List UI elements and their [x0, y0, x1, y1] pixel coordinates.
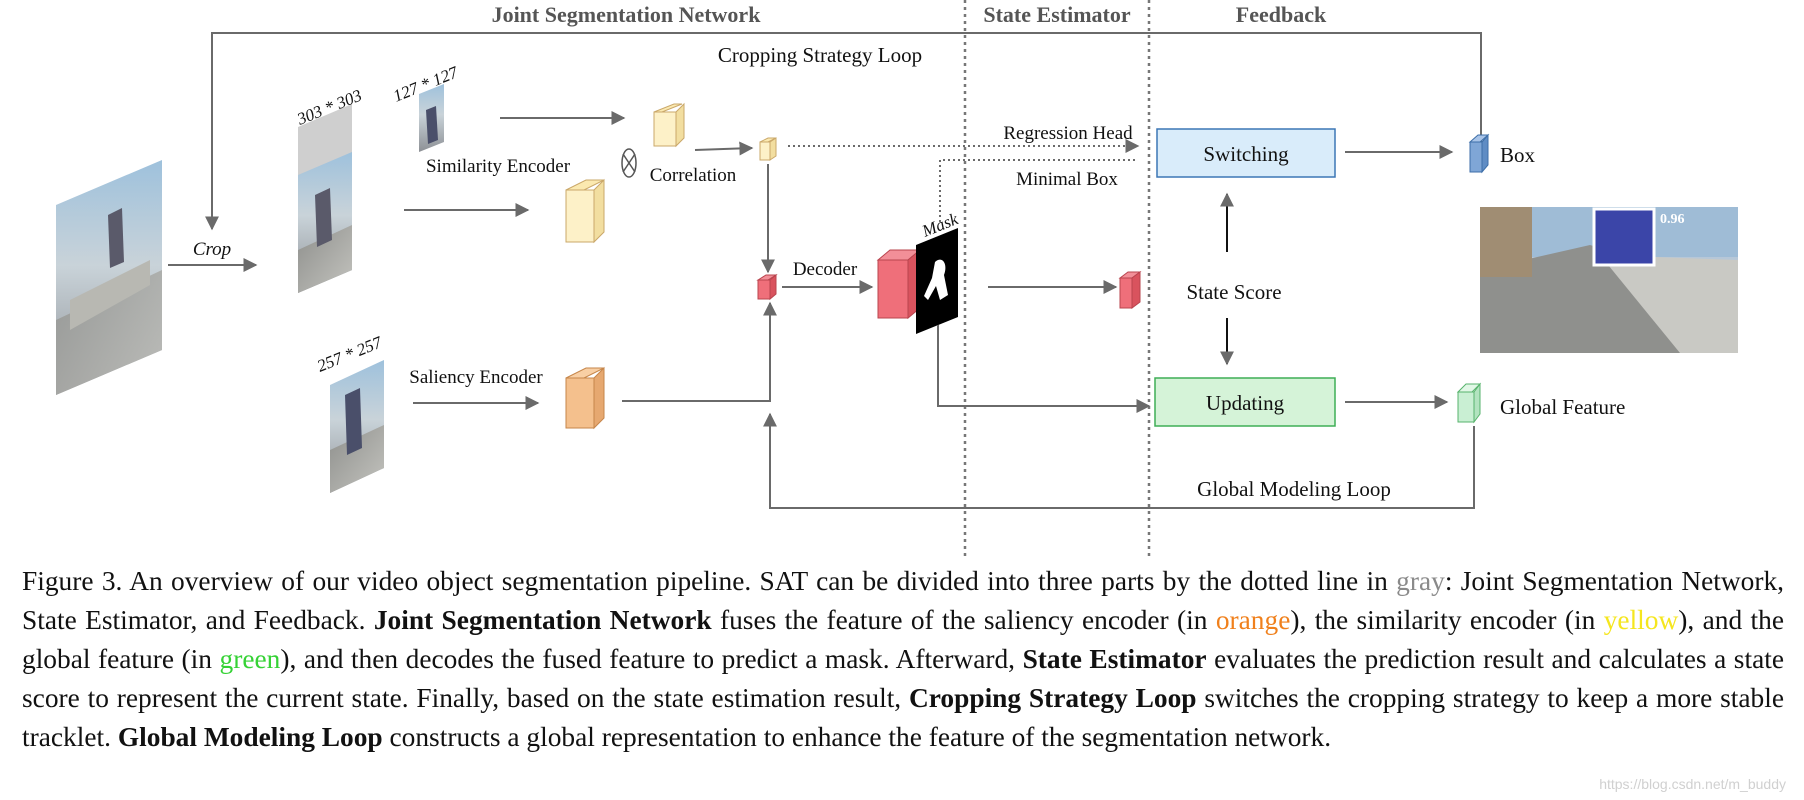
crop-257-image [330, 360, 384, 493]
caption-orange-word: orange [1215, 605, 1291, 635]
cropping-loop-arrow [205, 32, 1482, 231]
similarity-to-correlation-arrow [694, 141, 754, 156]
crop-303-image [298, 104, 352, 293]
box-output-cube [1468, 133, 1490, 174]
similarity-feature-cube-small [653, 102, 685, 148]
watermark: https://blog.csdn.net/m_buddy [1599, 776, 1786, 792]
section-title-joint: Joint Segmentation Network [492, 2, 762, 27]
caption-text-2: : Joint Segmentation Network, State Esti… [22, 566, 1785, 635]
caption-text-6: ), and then decodes the fused feature to… [280, 644, 1023, 674]
input-frame [56, 160, 162, 395]
mask-to-switching-dotted [939, 159, 1138, 222]
similarity-feature-cube-large [565, 178, 605, 244]
figure-caption: Figure 3. An overview of our video objec… [22, 562, 1784, 757]
crop-label: Crop [193, 239, 231, 260]
regression-head-label: Regression Head [1003, 123, 1133, 144]
caption-bold-cropping: Cropping Strategy Loop [908, 683, 1197, 713]
caption-figure-label: Figure 3. [22, 566, 123, 596]
caption-green-word: green [219, 644, 281, 674]
caption-text-3: fuses the feature of the saliency encode… [711, 605, 1216, 635]
state-score-label: State Score [1186, 280, 1281, 304]
fused-feature-cube [756, 273, 778, 301]
correlation-feature-cube [759, 137, 777, 161]
result-image: 0.96 [1480, 207, 1738, 353]
box-label: Box [1500, 143, 1536, 167]
switching-label: Switching [1203, 142, 1289, 166]
mask-to-updating-arrow [937, 325, 1151, 413]
section-title-state: State Estimator [983, 2, 1130, 27]
decoder-label: Decoder [793, 259, 858, 280]
caption-gray-word: gray [1396, 566, 1445, 596]
global-modeling-loop-arrow [763, 412, 1475, 509]
correlation-label: Correlation [650, 165, 737, 186]
caption-text-9: constructs a global representation to en… [382, 722, 1332, 752]
caption-bold-global: Global Modeling Loop [117, 722, 383, 752]
saliency-to-fusion-arrow [622, 301, 777, 402]
global-feature-cube [1456, 382, 1482, 424]
decoder-feature-cube [876, 248, 922, 320]
updating-node [1154, 377, 1336, 427]
caption-yellow-word: yellow [1603, 605, 1679, 635]
saliency-encoder-label: Saliency Encoder [409, 367, 543, 388]
pipeline-diagram: Joint Segmentation Network State Estimat… [56, 0, 1738, 556]
switching-node [1156, 128, 1336, 178]
caption-text-7: evaluates the prediction result and calc… [22, 644, 1785, 713]
cropping-loop-label: Cropping Strategy Loop [718, 43, 922, 67]
caption-text-1: An overview of our video object segmenta… [122, 566, 1397, 596]
caption-text-4: ), the similarity encoder (in [1290, 605, 1604, 635]
caption-bold-joint: Joint Segmentation Network [373, 605, 712, 635]
section-title-feedback: Feedback [1236, 2, 1327, 27]
caption-text-8: switches the cropping strategy to keep a… [22, 683, 1785, 752]
saliency-feature-cube [565, 366, 605, 430]
global-feature-label: Global Feature [1500, 395, 1625, 419]
updating-label: Updating [1206, 391, 1285, 415]
circled-times-icon [621, 148, 637, 178]
caption-bold-state: State Estimator [1022, 644, 1207, 674]
score-value-label: 0.96 [1660, 212, 1685, 227]
minimal-box-label: Minimal Box [1016, 169, 1118, 190]
crop-127-image [419, 84, 444, 152]
state-feature-cube [1118, 271, 1142, 309]
caption-text-5: ), and the global feature (in [22, 605, 1784, 674]
predicted-mask-image [916, 228, 958, 334]
similarity-encoder-label: Similarity Encoder [426, 156, 571, 177]
global-loop-label: Global Modeling Loop [1197, 477, 1391, 501]
